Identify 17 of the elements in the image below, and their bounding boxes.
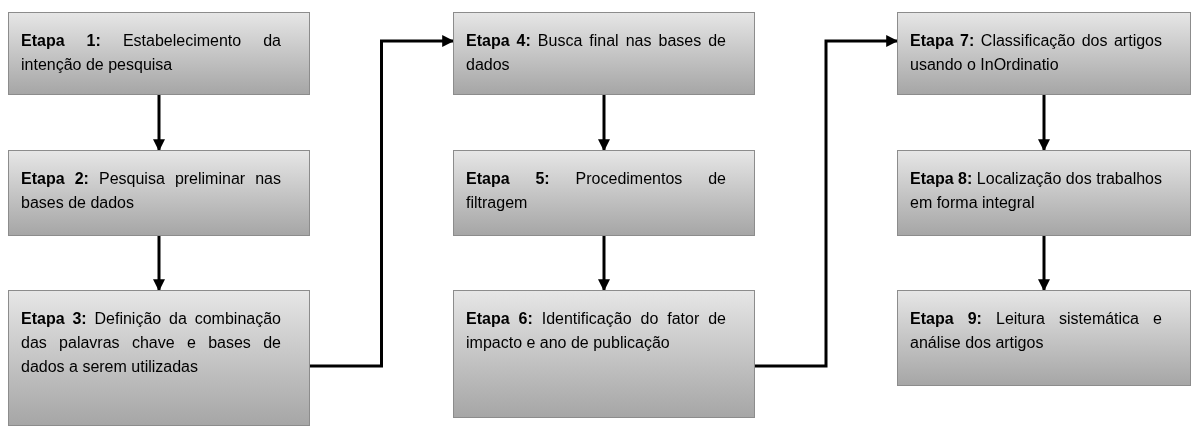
arrow <box>153 236 165 292</box>
process-box: Etapa 3: Definição da combinação das palavras chave e bases de dados a serem utilizadas <box>8 290 310 426</box>
process-box: Etapa 7: Classificação dos artigos usando o InOrdinatio <box>897 12 1191 95</box>
arrow <box>755 35 899 368</box>
process-box: Etapa 9: Leitura sistemática e análise dos artigos <box>897 290 1191 386</box>
process-box: Etapa 5: Procedimentos de filtragem <box>453 150 755 236</box>
process-box: Etapa 2: Pesquisa preliminar nas bases de dados <box>8 150 310 236</box>
process-box: Etapa 8: Localização dos trabalhos em forma integral <box>897 150 1191 236</box>
process-box: Etapa 1: Estabelecimento da intenção de pesquisa <box>8 12 310 95</box>
arrow <box>153 95 165 152</box>
process-box: Etapa 4: Busca final nas bases de dados <box>453 12 755 95</box>
arrow <box>598 236 610 292</box>
arrow <box>310 35 455 368</box>
process-box: Etapa 6: Identificação do fator de impacto e ano de publicação <box>453 290 755 418</box>
arrow <box>1038 236 1050 292</box>
arrow <box>1038 95 1050 152</box>
arrow <box>598 95 610 152</box>
